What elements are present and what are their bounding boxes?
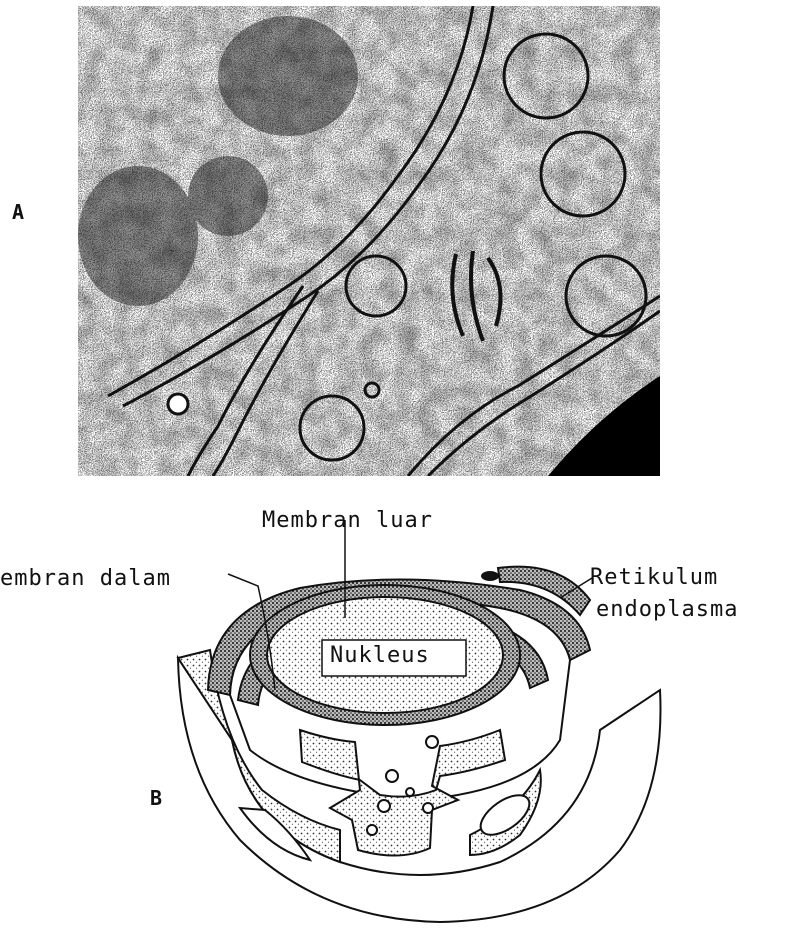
label-outer-membrane: Membran luar: [262, 508, 433, 533]
nucleus-cutaway-illustration: [0, 490, 790, 931]
label-er-line1: Retikulum: [590, 565, 718, 590]
label-er-line2: endoplasma: [596, 597, 738, 622]
electron-micrograph: [78, 6, 660, 476]
panel-a-label: A: [12, 200, 24, 224]
label-inner-membrane: embran dalam: [0, 566, 171, 591]
label-nucleus: Nukleus: [330, 643, 430, 668]
